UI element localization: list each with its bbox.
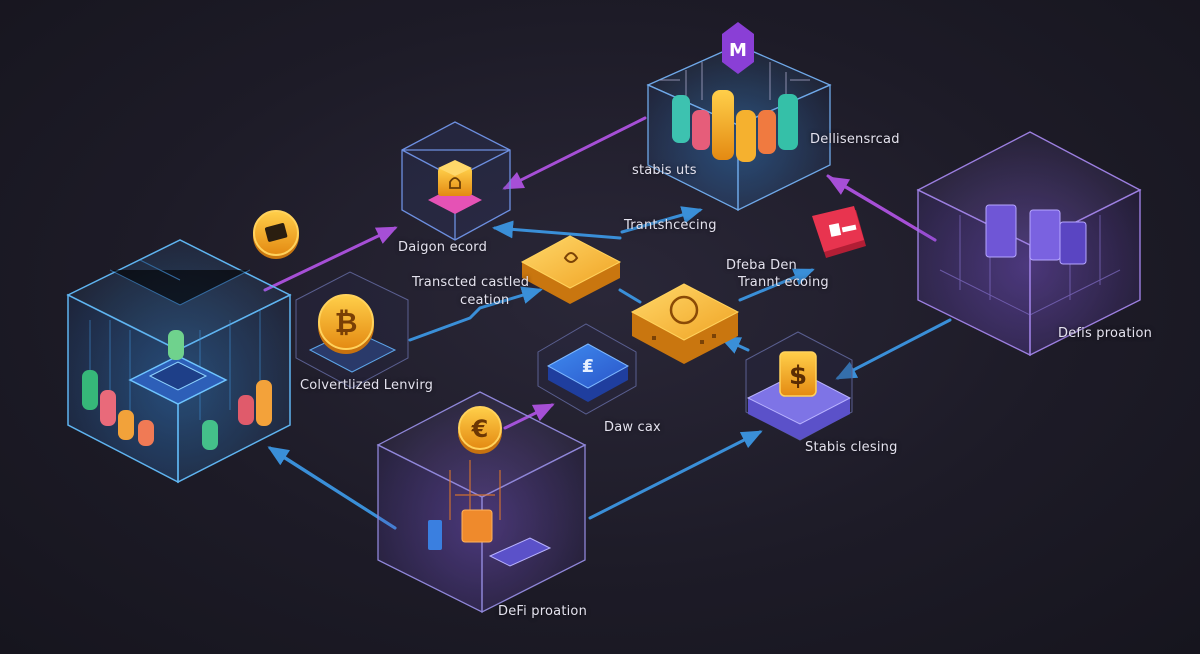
label-stablis-closing: Stabis clesing	[805, 440, 898, 455]
label-transferring: Trantshcecing	[624, 218, 717, 233]
bitcoin-icon: ₿	[318, 294, 374, 354]
label-defi-protection-right: Defis proation	[1058, 326, 1153, 341]
euro-icon: €	[458, 406, 502, 454]
dollar-cube: $	[745, 331, 853, 441]
label-defi-protection-bottom: DeFi proation	[498, 604, 588, 619]
top-cube	[646, 44, 832, 212]
coin-stacks-left	[82, 330, 272, 450]
svg-text:₤: ₤	[582, 356, 595, 377]
connectors	[263, 116, 952, 530]
servers-right	[985, 204, 1087, 265]
arrow-trans-to-top	[620, 206, 703, 234]
arrow-right-to-dollar	[835, 318, 952, 380]
arrow-coinbox-to-red	[738, 268, 815, 302]
blue-exchange-tile: ₤	[537, 323, 637, 415]
label-creation: ceation	[460, 293, 510, 308]
label-transacted-casted: Transcted castled	[412, 275, 530, 290]
top-badge-icon: M	[722, 22, 754, 74]
arrow-right-to-top-2	[826, 174, 937, 242]
label-stablis-uts: stabis uts	[632, 163, 697, 178]
arrow-tile-to-coinbox	[618, 288, 642, 304]
arrow-bottom-to-left-2	[270, 448, 397, 530]
arrow-bottom-to-dollar	[588, 430, 763, 520]
red-card-icon	[812, 206, 866, 258]
label-design-record: Daigon ecord	[398, 240, 488, 255]
chip-top	[148, 361, 208, 391]
coinbox-tile	[630, 283, 740, 364]
label-dedes-den: Dfeba Den	[726, 258, 797, 273]
arrow-trans-to-design	[492, 220, 622, 240]
euro-glyph: €	[471, 415, 489, 443]
svg-text:M: M	[729, 40, 747, 61]
arrow-left-to-design	[263, 226, 398, 292]
label-trust-ecoing: Trannt ecoing	[738, 275, 829, 290]
label-decentral: Dellisensrcad	[810, 132, 900, 147]
arrow-top-to-design	[502, 116, 647, 190]
right-cube	[916, 131, 1142, 357]
label-dew-cox: Daw cax	[604, 420, 661, 435]
transfer-tile	[520, 235, 622, 304]
left-cube	[66, 239, 292, 484]
wallet-coin-icon	[253, 210, 299, 259]
design-record-cube	[401, 121, 511, 241]
coin-stacks-top	[672, 90, 798, 162]
bitcoin-glyph: ₿	[335, 306, 358, 339]
label-collateralized-lending: Colvertlized Lenvirg	[300, 378, 434, 393]
arrow-bitcoin-to-tile	[408, 286, 543, 342]
dollar-glyph: $	[789, 361, 807, 391]
